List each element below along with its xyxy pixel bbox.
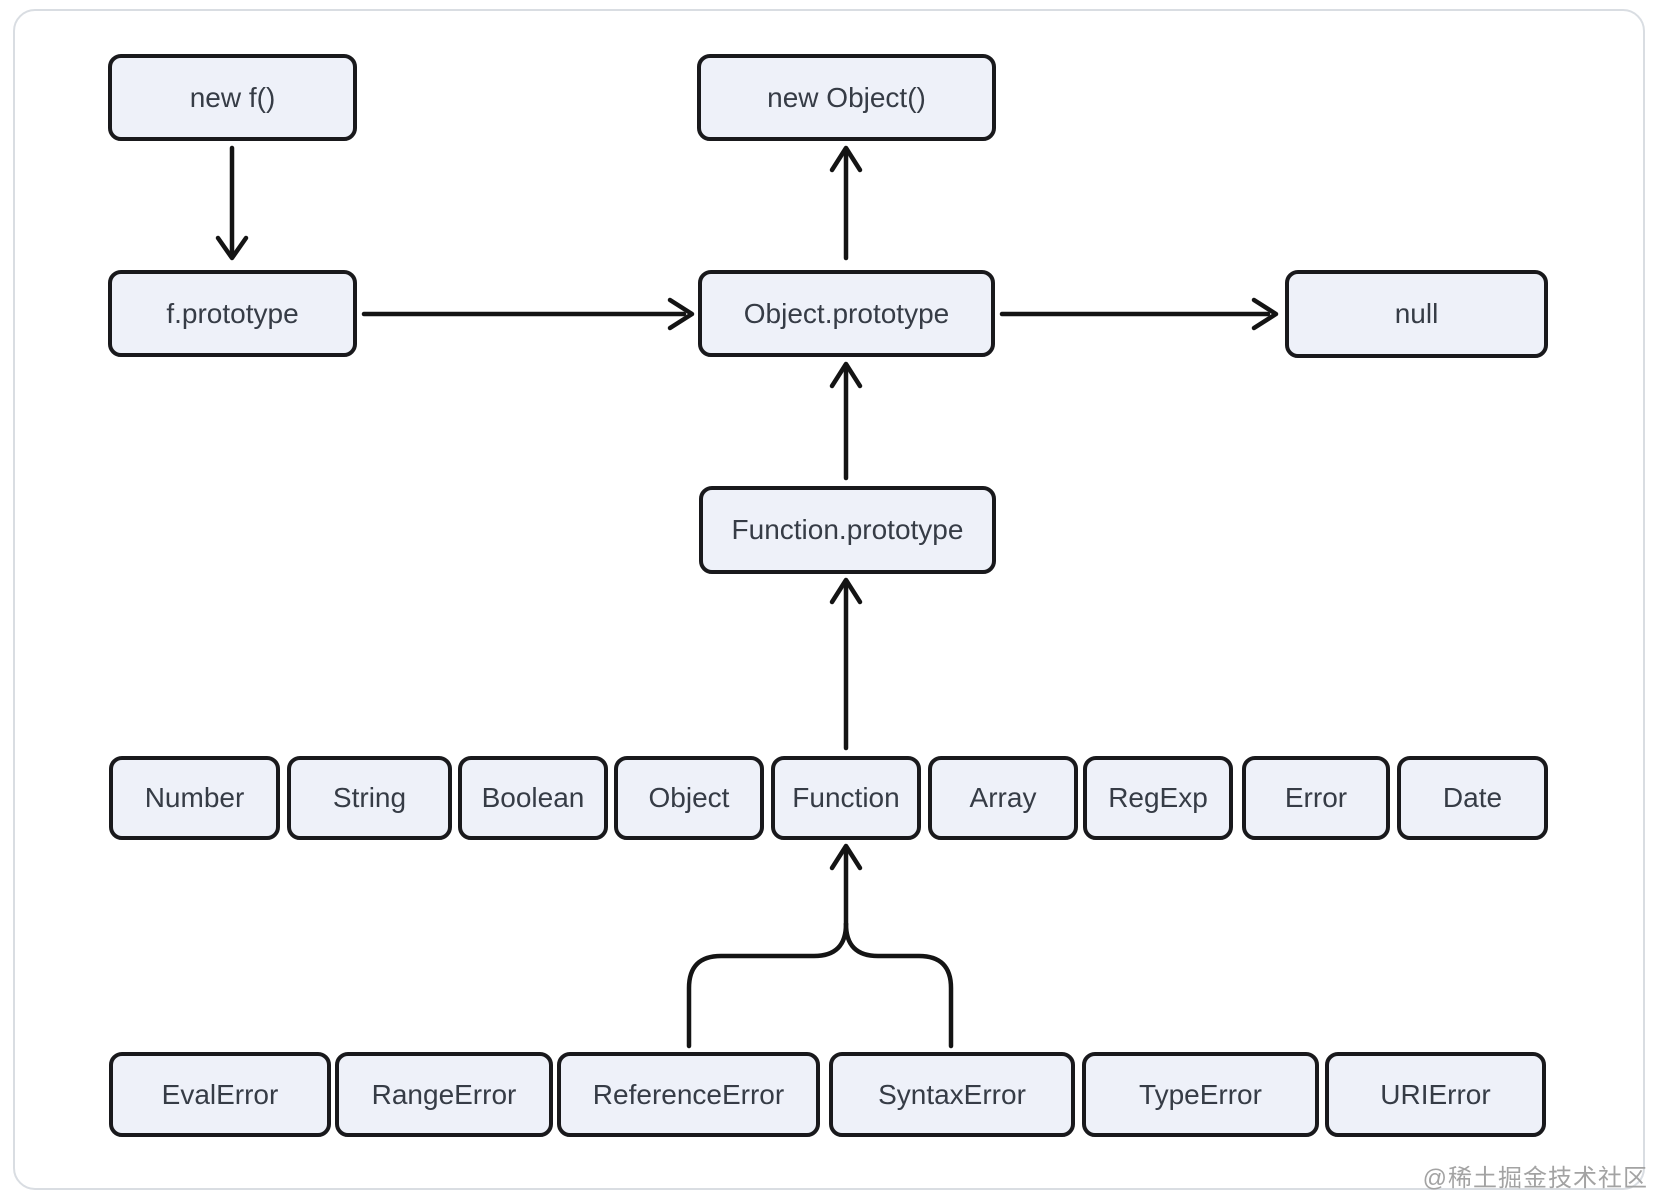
node-new-f: new f() xyxy=(108,54,357,141)
arrow-objectprototype-to-newobject xyxy=(829,145,863,261)
node-function-prototype: Function.prototype xyxy=(699,486,996,574)
arrow-newf-to-fprototype xyxy=(215,145,249,261)
node-regexp: RegExp xyxy=(1083,756,1233,840)
node-evalerror: EvalError xyxy=(109,1052,331,1137)
node-error: Error xyxy=(1242,756,1390,840)
node-typeerror: TypeError xyxy=(1082,1052,1319,1137)
node-null: null xyxy=(1285,270,1548,358)
node-object: Object xyxy=(614,756,764,840)
arrow-errors-fork-to-function xyxy=(686,843,954,1049)
node-object-prototype: Object.prototype xyxy=(698,270,995,357)
arrow-function-to-functionprototype xyxy=(829,577,863,751)
node-array: Array xyxy=(928,756,1078,840)
diagram-card-border xyxy=(13,9,1645,1190)
node-boolean: Boolean xyxy=(458,756,608,840)
node-function: Function xyxy=(771,756,921,840)
node-syntaxerror: SyntaxError xyxy=(829,1052,1075,1137)
node-urierror: URIError xyxy=(1325,1052,1546,1137)
watermark: @稀土掘金技术社区 xyxy=(1422,1165,1648,1192)
arrow-objectprototype-to-null xyxy=(999,297,1279,331)
node-new-object: new Object() xyxy=(697,54,996,141)
arrow-functionprototype-to-objectprototype xyxy=(829,361,863,481)
node-date: Date xyxy=(1397,756,1548,840)
node-rangeerror: RangeError xyxy=(335,1052,553,1137)
node-f-prototype: f.prototype xyxy=(108,270,357,357)
arrow-fprototype-to-objectprototype xyxy=(361,297,695,331)
node-number: Number xyxy=(109,756,280,840)
node-referenceerror: ReferenceError xyxy=(557,1052,820,1137)
node-string: String xyxy=(287,756,452,840)
